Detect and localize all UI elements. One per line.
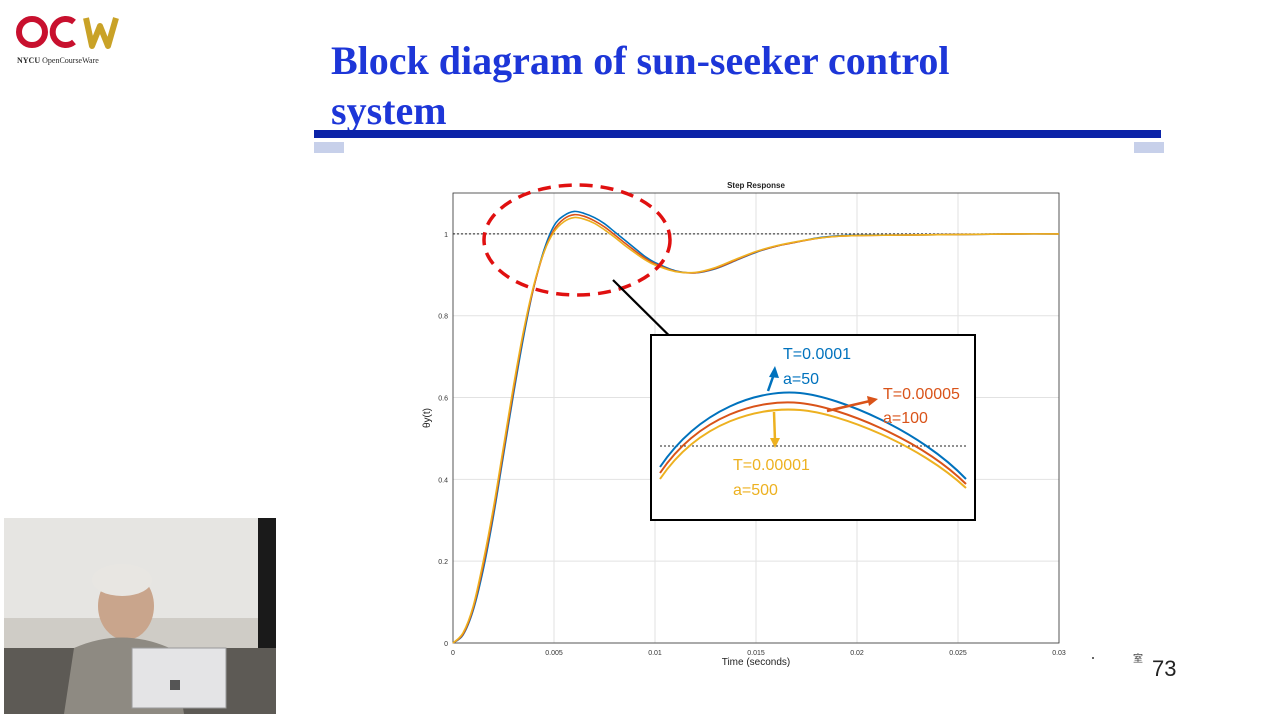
label-red-line1: T=0.00005 [883, 386, 960, 403]
title-rule [314, 130, 1161, 138]
chart-title: Step Response [727, 181, 785, 190]
step-response-chart: 0 0.005 0.01 0.015 0.02 0.025 0.03 0 0.2 0.4 0.6 0.… [422, 181, 1066, 668]
series-lines [452, 210, 1060, 644]
inset-curve-red [659, 401, 967, 485]
label-blue-line1: T=0.0001 [783, 346, 851, 363]
x-tick-label: 0 [451, 650, 455, 657]
slide-corner-char: 室 [1133, 654, 1143, 665]
y-tick-label: 0.4 [438, 477, 448, 484]
y-tick-label: 1 [444, 232, 448, 239]
inset-frame [650, 334, 976, 521]
x-tick-label: 0.02 [850, 650, 864, 657]
slide-title-line2: system [331, 88, 447, 133]
slide-page-number: 73 [1152, 656, 1177, 681]
label-arrow-yellow [772, 411, 777, 442]
logo-sub: OpenCourseWare [42, 56, 99, 65]
y-tick-label: 0 [444, 641, 448, 648]
tick-labels: 0 0.005 0.01 0.015 0.02 0.025 0.03 0 0.2 0.4 0.6 0.… [438, 232, 1066, 657]
series-line-2 [452, 216, 1060, 644]
lecturer-webcam [4, 518, 276, 714]
y-axis-label: θy(t) [422, 408, 433, 428]
label-red-line2: a=100 [883, 410, 928, 427]
x-tick-label: 0.025 [949, 650, 967, 657]
logo-school: NYCU [17, 56, 41, 65]
x-tick-label: 0.015 [747, 650, 765, 657]
y-tick-label: 0.6 [438, 396, 448, 403]
slide-title-line1: Block diagram of sun-seeker control [331, 38, 950, 83]
y-tick-label: 0.2 [438, 559, 448, 566]
rule-tab-right [1134, 142, 1164, 153]
plot-frame [452, 192, 1060, 644]
inset-curve-blue [659, 391, 967, 480]
webcam-image [4, 518, 276, 714]
slide-dot [1092, 657, 1094, 659]
zoom-inset: T=0.0001 a=50 T=0.00005 a=100 T=0.00001 … [650, 334, 976, 521]
x-tick-label: 0.01 [648, 650, 662, 657]
label-arrow-blue-head [769, 366, 779, 378]
x-tick-label: 0.03 [1052, 650, 1066, 657]
label-arrow-yellow-head [770, 438, 780, 448]
label-arrow-red-head [867, 396, 878, 406]
y-tick-label: 0.8 [438, 314, 448, 321]
rule-tab-left [314, 142, 344, 153]
label-yellow-line1: T=0.00001 [733, 457, 810, 474]
x-axis-label: Time (seconds) [722, 657, 791, 668]
inset-curve-yellow [659, 408, 967, 489]
ocw-logo [16, 16, 119, 49]
label-yellow-line2: a=500 [733, 482, 778, 499]
slide-title: Block diagram of sun-seeker control syst… [331, 36, 1131, 136]
label-arrow-red [826, 399, 871, 413]
label-blue-line2: a=50 [783, 371, 819, 388]
overshoot-ellipse [482, 183, 672, 297]
x-tick-label: 0.005 [545, 650, 563, 657]
logo-subtitle: NYCU OpenCourseWare [17, 56, 99, 65]
